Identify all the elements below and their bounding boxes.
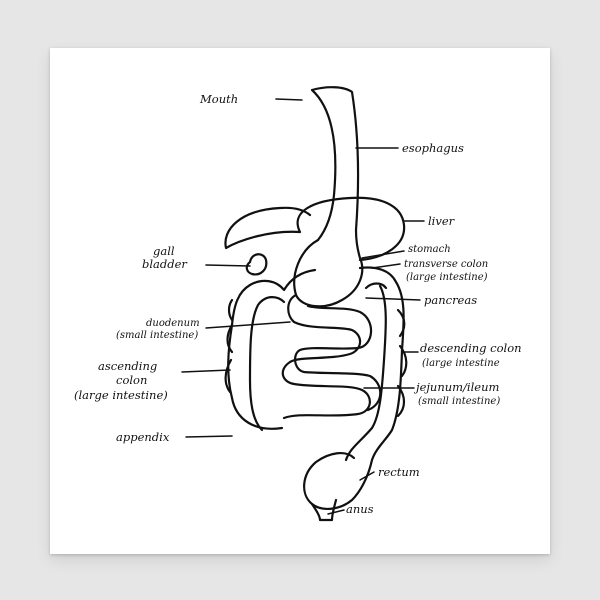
label-descending-colon-line1: descending colon [420,341,522,355]
gall-bladder-outline [245,253,268,276]
label-duodenum-line1: duodenum [146,318,200,329]
label-jejunum-ileum-line1: jejunum/ileum [413,380,500,394]
esophagus-outline [310,86,360,242]
liver-outline [224,196,406,262]
label-mouth: Mouth [199,92,238,106]
colon-outline [227,266,405,510]
label-rectum: rectum [378,465,420,479]
mouth-leader [275,98,303,101]
duodenum-leader [205,321,291,329]
label-esophagus: esophagus [402,141,464,155]
small-intestine-inner-outline [294,304,382,412]
label-duodenum-line2: (small intestine) [116,330,198,341]
anus-leader [327,509,345,515]
label-anus: anus [346,502,374,516]
colon-haustra [224,282,408,418]
label-liver: liver [428,214,456,228]
label-descending-colon-line2: (large intestine [422,358,500,369]
label-ascending-colon-line1: ascending [98,359,157,373]
label-transverse-colon-line2: (large intestine) [406,272,488,283]
label-stomach: stomach [408,244,451,255]
small-intestine-outline [281,293,371,420]
transverse-colon-leader [371,263,401,269]
label-ascending-colon-line3: (large intestine) [74,388,168,402]
label-pancreas: pancreas [424,293,477,307]
label-transverse-colon-line1: transverse colon [404,259,488,270]
label-ascending-colon-line2: colon [116,373,147,387]
label-jejunum-ileum-line2: (small intestine) [418,396,500,407]
appendix-leader [185,435,233,438]
label-gall-bladder-line2: bladder [142,257,188,271]
stomach-leader [361,250,405,259]
gall-bladder-leader [205,264,251,267]
rectum-outline [303,452,356,522]
stomach-outline [293,228,364,308]
label-gall-bladder-line1: gall [153,244,175,258]
ascending-colon-leader [181,369,231,373]
label-appendix: appendix [116,430,170,444]
pancreas-leader [365,297,421,301]
rectum-leader [359,471,375,481]
